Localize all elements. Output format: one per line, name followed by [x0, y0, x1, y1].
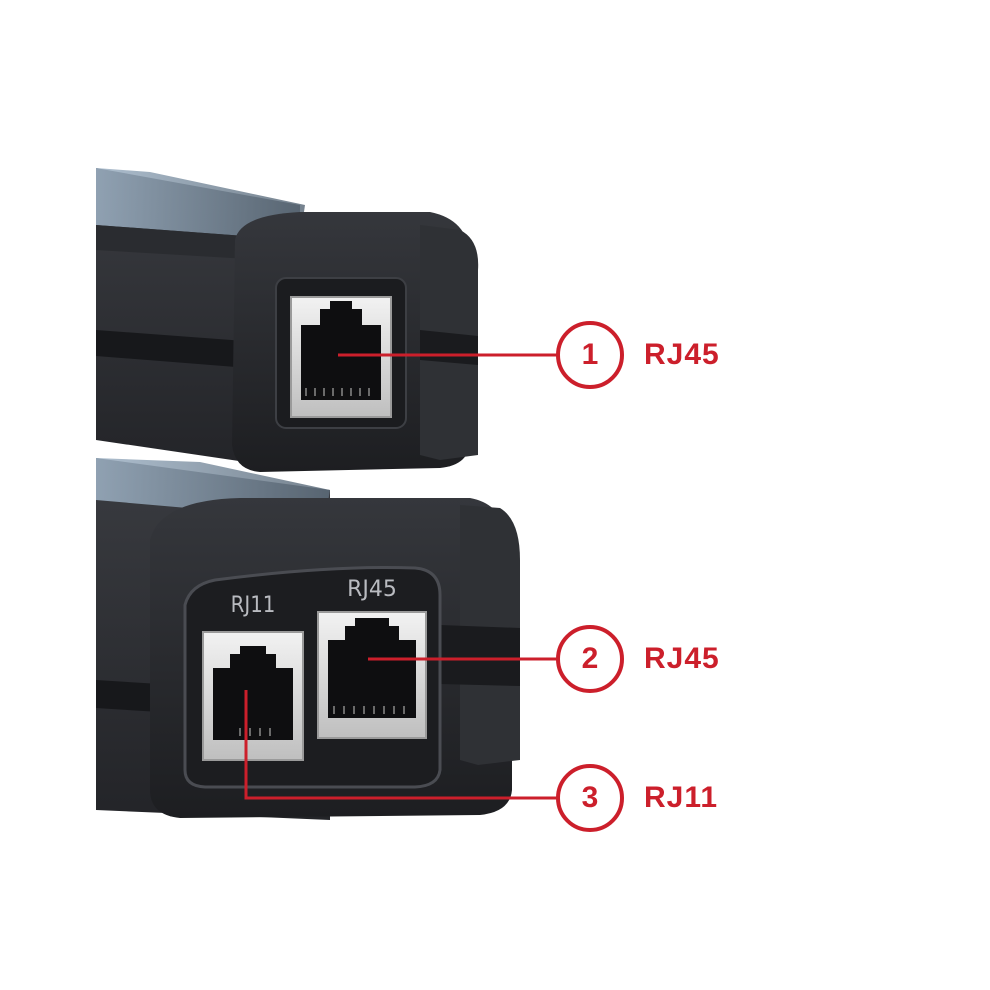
callout-1-label: RJ45 — [644, 338, 720, 371]
callout-3-number: 3 — [556, 764, 624, 832]
callout-leader-lines — [244, 353, 558, 800]
callout-2-number: 2 — [556, 625, 624, 693]
callout-3-label: RJ11 — [644, 781, 719, 814]
callout-1: 1 RJ45 — [556, 321, 720, 389]
callout-2-label: RJ45 — [644, 642, 720, 675]
bottom-tester-unit: RJ11 RJ45 — [96, 458, 520, 820]
callout-1-number: 1 — [556, 321, 624, 389]
top-rj45-port — [290, 296, 392, 418]
bottom-rj45-port — [317, 611, 427, 739]
callout-2: 2 RJ45 — [556, 625, 720, 693]
rj45-embossed-label: RJ45 — [347, 577, 397, 602]
rj11-embossed-label: RJ11 — [231, 593, 276, 618]
callout-3: 3 RJ11 — [556, 764, 718, 832]
leader-line-3 — [244, 690, 558, 800]
bottom-rj11-port — [202, 631, 304, 761]
top-tester-unit — [96, 168, 479, 472]
